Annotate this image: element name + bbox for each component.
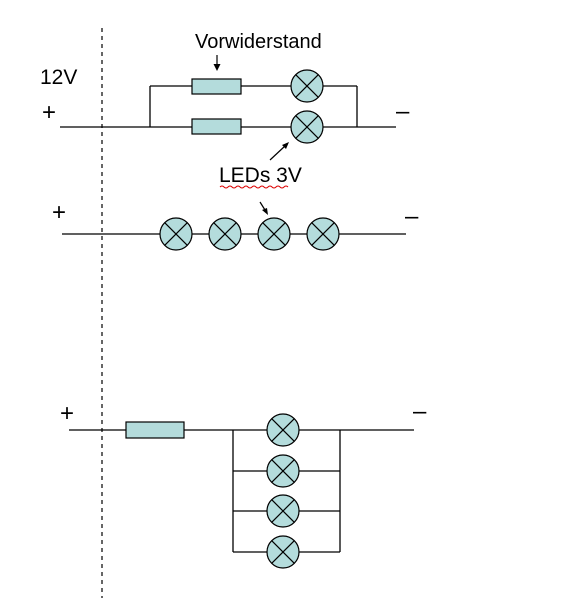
led — [266, 494, 300, 528]
plus-sign: + — [52, 199, 66, 226]
led — [306, 217, 340, 251]
led — [290, 69, 324, 103]
resistor — [125, 421, 185, 439]
circuit-3: + – — [60, 398, 427, 569]
led-label: LEDs 3V — [219, 164, 302, 187]
led — [257, 217, 291, 251]
led — [208, 217, 242, 251]
resistor — [191, 78, 242, 95]
led — [266, 454, 300, 488]
led — [266, 535, 300, 569]
led — [159, 217, 193, 251]
led-arrow-down — [259, 201, 268, 215]
resistor-arrow — [213, 55, 221, 71]
minus-sign: – — [405, 203, 419, 230]
led — [290, 110, 324, 144]
resistor-label: Vorwiderstand — [195, 31, 322, 53]
minus-sign: – — [396, 98, 410, 125]
led — [266, 413, 300, 447]
minus-sign: – — [413, 398, 427, 425]
led-arrow-up — [269, 142, 289, 161]
voltage-label: 12V — [40, 66, 77, 89]
circuit-2: + – — [52, 199, 419, 251]
circuit-1: + – — [42, 69, 410, 144]
resistor — [191, 118, 242, 135]
plus-sign: + — [42, 99, 56, 126]
spellcheck-underline — [219, 185, 289, 189]
plus-sign: + — [60, 400, 74, 427]
